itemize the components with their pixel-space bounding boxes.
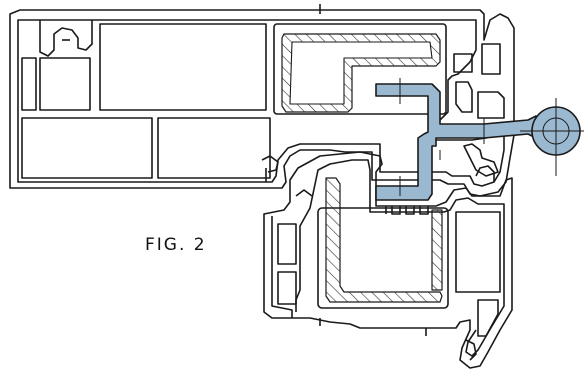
figure-label: FIG. 2 bbox=[145, 235, 207, 255]
chamber-d bbox=[21, 117, 153, 179]
chamber-f bbox=[453, 53, 473, 73]
reinforcement-chamber-lower bbox=[317, 207, 449, 309]
lower-sash-profile bbox=[263, 151, 513, 369]
reinforcement-chamber-upper bbox=[273, 23, 447, 115]
chamber-l bbox=[477, 299, 499, 337]
gasket-seal bbox=[375, 78, 584, 201]
chamber-k bbox=[455, 211, 501, 293]
upper-frame-profile bbox=[9, 4, 515, 197]
chamber-e bbox=[157, 117, 271, 179]
steel-reinforcement-lower bbox=[325, 177, 443, 303]
chamber-b bbox=[39, 57, 91, 111]
chamber-i bbox=[277, 223, 297, 265]
chamber-c bbox=[99, 23, 267, 111]
chamber-g bbox=[481, 43, 501, 75]
chamber-a bbox=[21, 57, 37, 111]
chamber-j bbox=[277, 271, 297, 305]
chamber-h bbox=[455, 81, 473, 113]
gasket-body bbox=[375, 83, 537, 201]
